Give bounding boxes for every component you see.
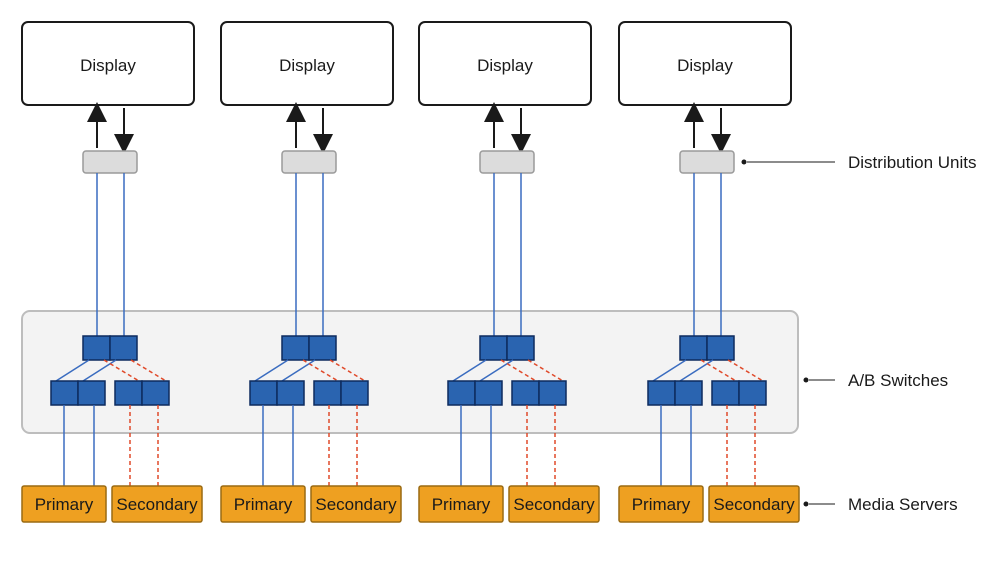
switch-primary-b	[674, 380, 703, 406]
distribution-unit	[679, 150, 735, 174]
secondary-server	[708, 485, 800, 523]
switch-top-a	[679, 335, 708, 361]
switch-secondary-a	[114, 380, 143, 406]
switch-primary-b	[474, 380, 503, 406]
switch-link	[452, 359, 487, 382]
switch-secondary-b	[141, 380, 170, 406]
switch-primary-a	[249, 380, 278, 406]
secondary-server	[111, 485, 203, 523]
switch-top-b	[706, 335, 735, 361]
switch-link	[55, 359, 90, 382]
switch-secondary-a	[711, 380, 740, 406]
display-box	[618, 21, 792, 106]
callout-media-servers: Media Servers	[803, 495, 958, 514]
primary-label: Primary	[432, 495, 491, 514]
primary-label: Primary	[35, 495, 94, 514]
ab-switch-panel	[21, 310, 799, 434]
switch-secondary-a	[313, 380, 342, 406]
switch-secondary-b	[738, 380, 767, 406]
display-label: Display	[677, 56, 733, 75]
switch-top-b	[109, 335, 138, 361]
callout-ab-switches: A/B Switches	[803, 371, 948, 390]
display-box	[418, 21, 592, 106]
switch-secondary-a	[511, 380, 540, 406]
display-label: Display	[477, 56, 533, 75]
display-box	[220, 21, 394, 106]
distribution-unit	[82, 150, 138, 174]
primary-server	[21, 485, 107, 523]
secondary-label: Secondary	[116, 495, 198, 514]
switch-link	[254, 359, 289, 382]
secondary-label: Secondary	[713, 495, 795, 514]
switch-top-b	[506, 335, 535, 361]
primary-label: Primary	[234, 495, 293, 514]
distribution-units-label: Distribution Units	[848, 153, 977, 172]
primary-server	[220, 485, 306, 523]
secondary-server	[508, 485, 600, 523]
secondary-label: Secondary	[315, 495, 397, 514]
display-box	[21, 21, 195, 106]
primary-label: Primary	[632, 495, 691, 514]
secondary-server	[310, 485, 402, 523]
switch-top-a	[479, 335, 508, 361]
switch-primary-a	[50, 380, 79, 406]
switch-primary-b	[276, 380, 305, 406]
switch-secondary-b	[340, 380, 369, 406]
switch-link	[652, 359, 687, 382]
callout-dot	[803, 377, 809, 383]
distribution-unit	[479, 150, 535, 174]
callout-dot	[803, 501, 809, 507]
display-label: Display	[80, 56, 136, 75]
ab-switches-label: A/B Switches	[848, 371, 948, 390]
callout-dot	[741, 159, 747, 165]
switch-top-a	[82, 335, 111, 361]
distribution-unit	[281, 150, 337, 174]
switch-secondary-b	[538, 380, 567, 406]
switch-primary-a	[447, 380, 476, 406]
callout-distribution-units: Distribution Units	[741, 153, 977, 172]
secondary-label: Secondary	[513, 495, 595, 514]
primary-server	[418, 485, 504, 523]
switch-primary-b	[77, 380, 106, 406]
primary-server	[618, 485, 704, 523]
media-servers-label: Media Servers	[848, 495, 958, 514]
display-label: Display	[279, 56, 335, 75]
switch-top-a	[281, 335, 310, 361]
switch-primary-a	[647, 380, 676, 406]
switch-top-b	[308, 335, 337, 361]
